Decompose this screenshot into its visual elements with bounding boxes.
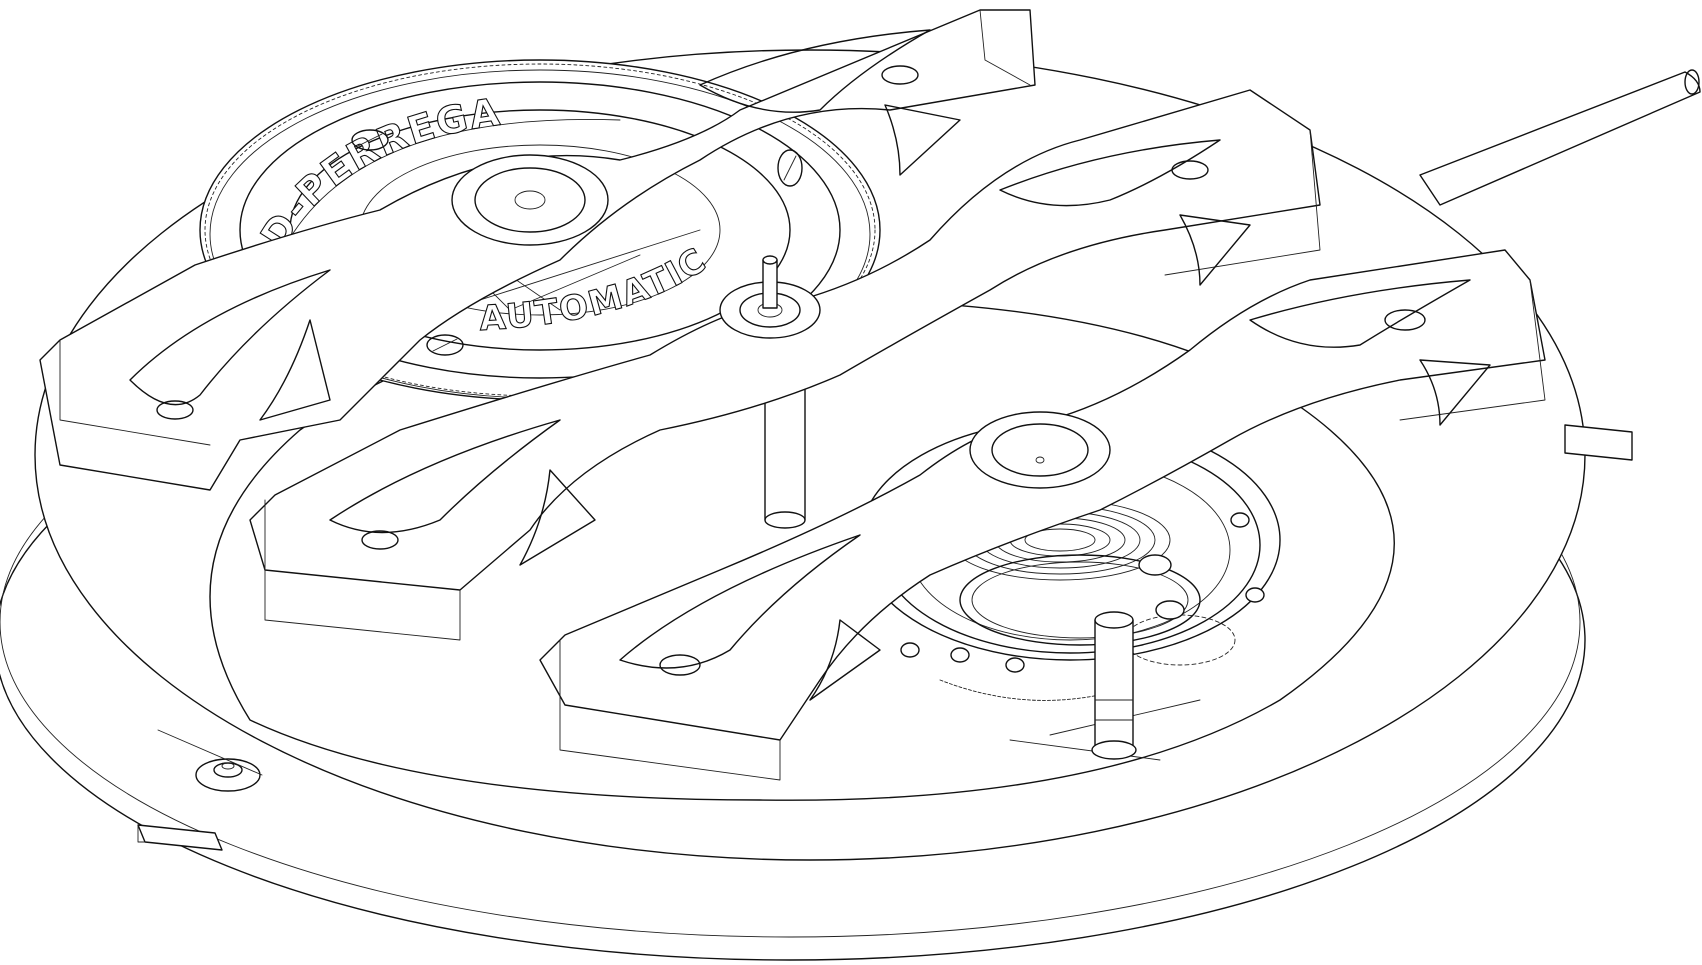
- bridge-front: [539, 249, 1546, 781]
- bridge-middle: [249, 89, 1321, 641]
- plate-screw-left: [157, 729, 263, 792]
- plate-tab-left: [137, 824, 223, 851]
- pillar-front: [1091, 611, 1137, 760]
- bridge-back: [39, 9, 1036, 491]
- winding-stem: [1419, 69, 1701, 206]
- plate-tab-right: [1564, 424, 1633, 461]
